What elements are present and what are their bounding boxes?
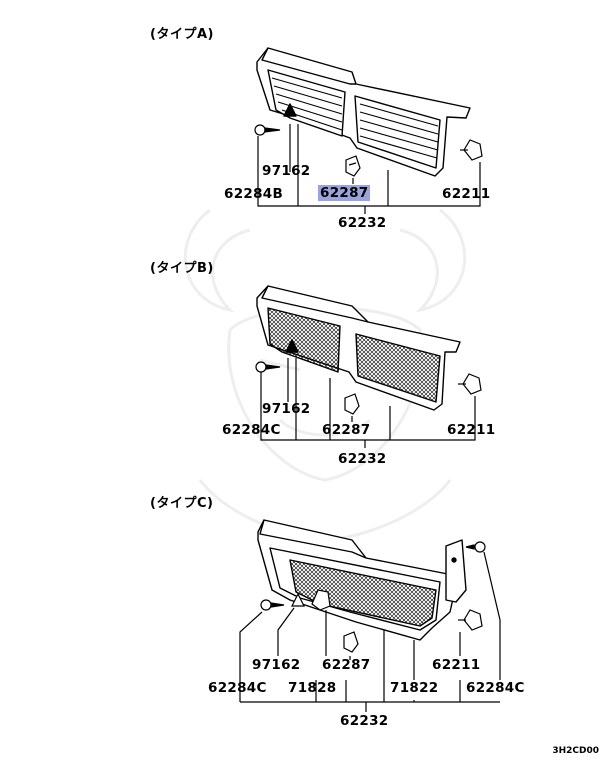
type-b-title: (タイプB): [150, 261, 214, 276]
diagram-code: 3H2CD00: [552, 746, 599, 756]
part-label-62287[interactable]: 62287: [322, 422, 371, 438]
part-label-62284b[interactable]: 62284B: [224, 186, 284, 202]
part-label-62284c[interactable]: 62284C: [222, 422, 281, 438]
part-label-62287-highlighted[interactable]: 62287: [318, 185, 371, 201]
screw-icon: [255, 361, 281, 373]
part-label-62211[interactable]: 62211: [447, 422, 496, 438]
type-a-title: (タイプA): [150, 27, 214, 42]
grille-type-c: [257, 519, 467, 641]
screw-icon: [465, 541, 486, 553]
part-label-62284c-right[interactable]: 62284C: [466, 680, 525, 696]
part-label-71828[interactable]: 71828: [288, 680, 337, 696]
part-label-62232[interactable]: 62232: [338, 451, 387, 467]
bracket-clip-icon: [311, 589, 331, 611]
part-label-71822[interactable]: 71822: [390, 680, 439, 696]
part-label-97162[interactable]: 97162: [262, 401, 311, 417]
nut-clip-icon: [458, 373, 482, 395]
part-label-62211[interactable]: 62211: [442, 186, 491, 202]
part-label-62232[interactable]: 62232: [338, 215, 387, 231]
part-label-97162[interactable]: 97162: [262, 163, 311, 179]
leader-lines-type-b: [260, 358, 476, 448]
leader-lines-type-a: [257, 124, 481, 214]
screw-icon: [254, 124, 281, 136]
part-label-62287[interactable]: 62287: [322, 657, 371, 673]
clip-icon: [291, 592, 305, 607]
grille-type-b: [256, 285, 461, 411]
clip-icon: [344, 393, 360, 415]
leader-lines-type-c: [239, 551, 501, 712]
clip-icon: [343, 631, 359, 653]
clip-icon: [345, 155, 361, 177]
screw-icon: [260, 599, 285, 611]
nut-clip-icon: [458, 609, 483, 631]
nut-clip-icon: [460, 139, 483, 161]
part-label-62232[interactable]: 62232: [340, 713, 389, 729]
part-label-62211[interactable]: 62211: [432, 657, 481, 673]
grille-type-a: [256, 47, 471, 177]
type-c-title: (タイプC): [150, 496, 214, 511]
part-label-97162[interactable]: 97162: [252, 657, 301, 673]
part-label-62284c-left[interactable]: 62284C: [208, 680, 267, 696]
